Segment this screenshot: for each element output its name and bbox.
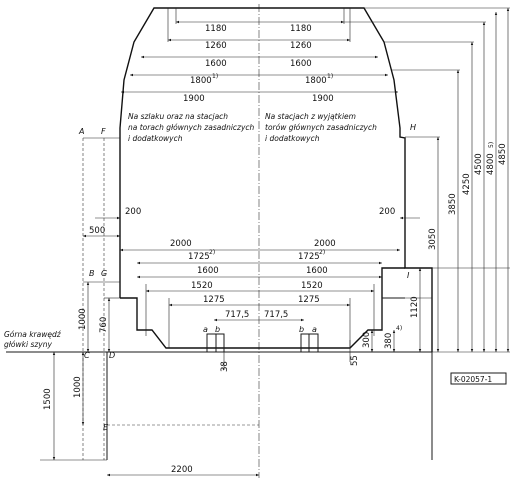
dim-1800-right: 1800 [305,76,327,86]
label-B: B [89,269,95,278]
point-labels: A F H B G I C D E [78,123,416,432]
label-D: D [109,351,115,360]
dim-1800-left: 1800 [190,76,212,86]
notes: Na szlaku oraz na stacjach na torach głó… [4,112,377,349]
label-A: A [78,127,84,136]
dim-1725-right: 1725 [298,252,320,262]
dim-2000-right: 2000 [314,239,336,249]
sup-4: 4) [396,325,402,332]
dim-3850: 3850 [448,193,458,215]
sup-5: 5) [488,142,495,148]
dim-7175-left: 717,5 [225,310,249,320]
reference-code: K-02057-1 [454,375,492,384]
gauge-right-step [381,297,405,330]
dim-1275-right: 1275 [298,295,320,305]
label-a-right: a [312,325,317,334]
dim-1600-right: 1600 [290,59,312,69]
side-dims-left: 200 500 1000 760 1000 1500 2200 [40,207,259,477]
reference-code-box [450,372,507,385]
dim-1900-right: 1900 [312,94,334,104]
dim-7175-right: 717,5 [264,310,288,320]
dim-1260-left: 1260 [205,41,227,51]
dim-1520-left: 1520 [191,281,213,291]
rail-note-1: Górna krawędź [4,330,62,339]
note-right-3: i dodatkowych [265,134,320,143]
label-b-left: b [215,325,220,334]
right-dimensions: 300 380 4) 1120 3050 3850 4250 4500 4800… [344,7,510,353]
dim-380: 380 [384,333,394,349]
dim-1500: 1500 [43,388,53,410]
note-right-2: torów głównych zasadniczych [265,123,377,132]
dim-2200: 2200 [171,465,193,475]
dim-1725-left: 1725 [188,252,210,262]
note-left-2: na torach głównych zasadniczych [128,123,255,132]
dim-1600-mid-right: 1600 [306,266,328,276]
dim-1900-left: 1900 [183,94,205,104]
flange-zones: a b b a 38 55 [203,325,360,372]
dim-500: 500 [89,226,105,236]
sup-1-right: 1) [327,73,333,80]
gauge-outline [119,7,433,352]
dim-3050: 3050 [428,228,438,250]
dim-1180-right: 1180 [290,24,312,34]
sup-2-left: 2) [209,249,215,256]
dim-1600-mid-left: 1600 [197,266,219,276]
dim-300: 300 [362,332,372,348]
dim-760: 760 [99,317,109,333]
dim-55: 55 [350,355,360,366]
note-left-1: Na szlaku oraz na stacjach [128,112,228,121]
sup-1-left: 1) [212,73,218,80]
label-b-right: b [299,325,304,334]
dim-1000-left: 1000 [78,308,88,330]
dim-1600-left: 1600 [205,59,227,69]
dim-1275-left: 1275 [203,295,225,305]
label-H: H [410,123,416,132]
dim-4250: 4250 [462,173,472,195]
dim-1000-lower: 1000 [73,376,83,398]
dim-4500: 4500 [474,153,484,175]
label-I: I [407,271,410,280]
label-C: C [84,351,90,360]
dim-200-left: 200 [125,207,141,217]
lower-region [106,351,433,460]
dim-38: 38 [220,361,230,372]
dim-1180-left: 1180 [205,24,227,34]
mid-dimensions: 2000 2000 1725 2) 1725 2) 1600 1600 1520… [120,239,400,348]
dim-1120: 1120 [410,296,420,318]
dim-4800: 4800 [486,153,496,175]
note-right-1: Na stacjach z wyjątkiem [265,112,356,121]
dim-1260-right: 1260 [290,41,312,51]
label-E: E [103,423,109,432]
sup-2-right: 2) [319,249,325,256]
dim-2000-left: 2000 [170,239,192,249]
dim-200-right: 200 [379,207,395,217]
dim-1520-right: 1520 [301,281,323,291]
top-dimensions: 1180 1180 1260 1260 1600 1600 1800 1) 18… [121,8,398,104]
label-a-left: a [203,325,208,334]
note-left-3: i dodatkowych [128,134,183,143]
label-F: F [101,127,106,136]
dim-4850: 4850 [498,143,508,165]
rail-note-2: główki szyny [4,340,52,349]
